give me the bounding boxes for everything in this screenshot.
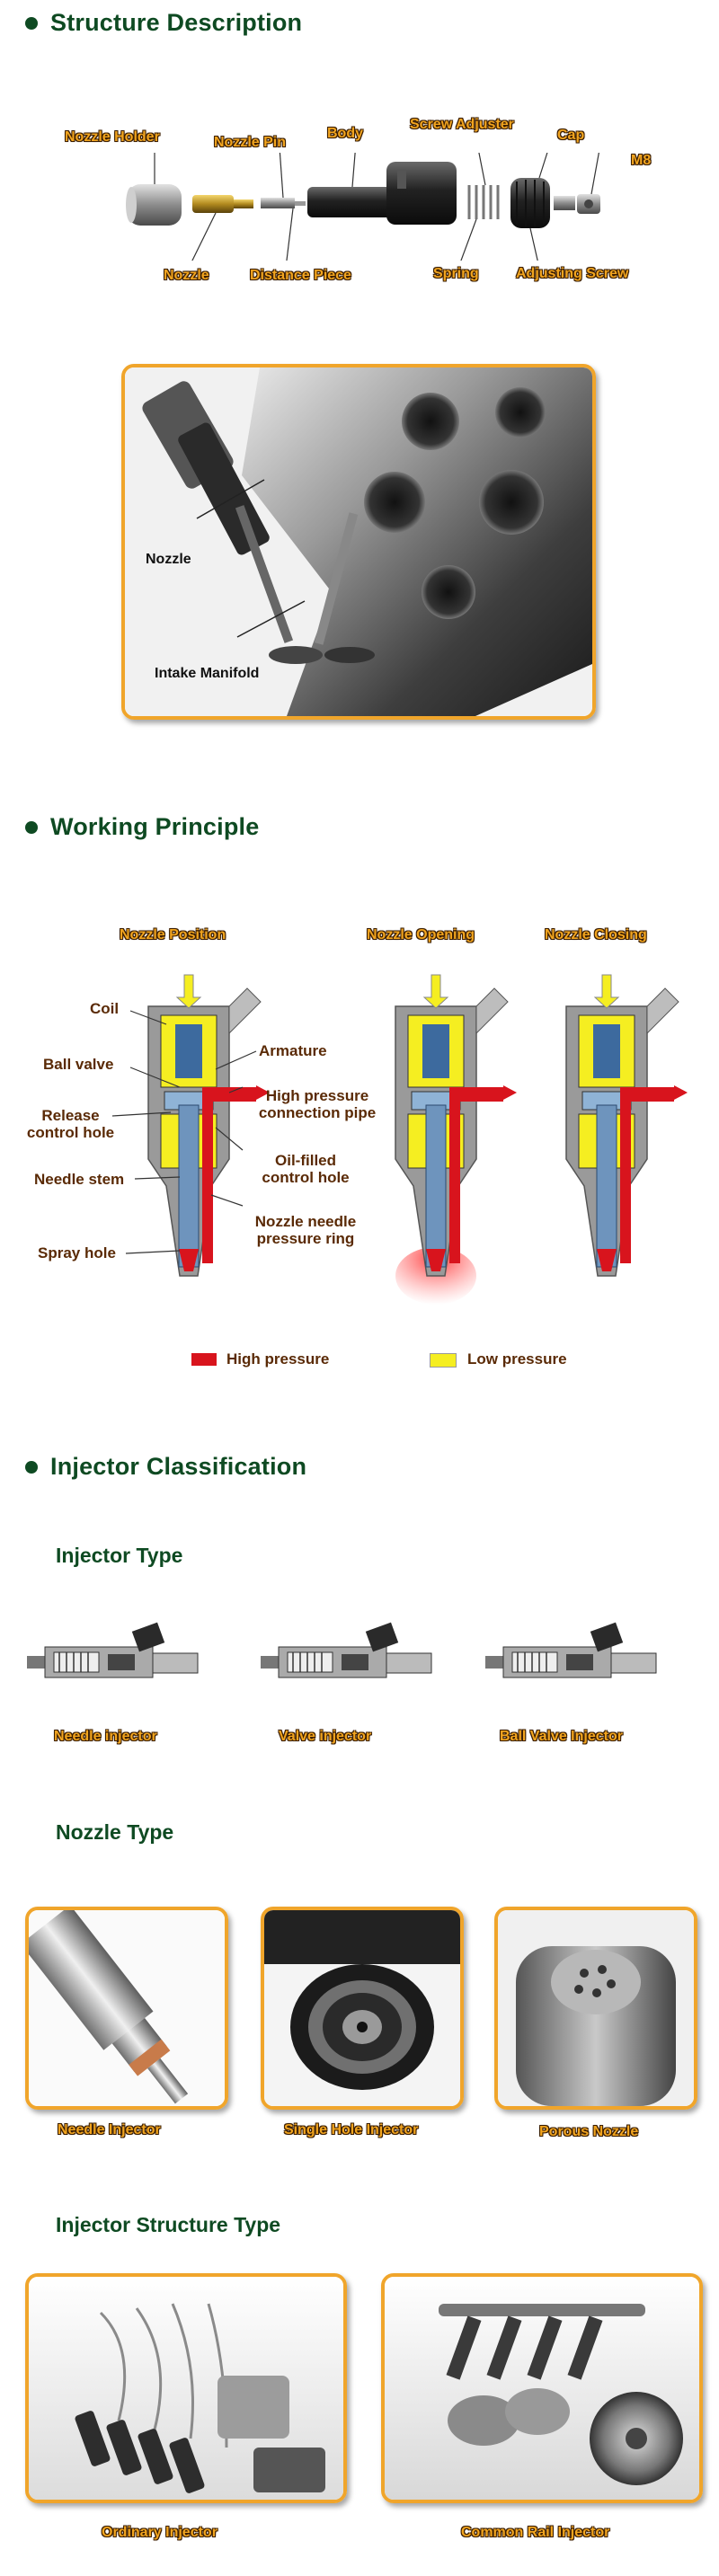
- label-needle-pressure-ring: Nozzle needle pressure ring: [254, 1213, 357, 1247]
- label-adjusting-screw: Adjusting Screw: [516, 266, 629, 281]
- legend-swatch-low: [430, 1353, 457, 1368]
- label-ball-valve: Ball valve: [43, 1056, 114, 1073]
- classification-section-heading: Injector Classification: [25, 1453, 306, 1481]
- nozzle-type-label-porous: Porous Nozzle: [539, 2124, 639, 2139]
- photo-ordinary-injector: [25, 2273, 347, 2503]
- photo-common-rail-injector: [381, 2273, 703, 2503]
- nozzle-type-label-single-hole: Single Hole Injector: [284, 2122, 419, 2138]
- label-body: Body: [327, 126, 363, 141]
- label-cap: Cap: [557, 128, 585, 143]
- nozzle-type-title: Nozzle Type: [56, 1820, 174, 1844]
- label-distance-piece: Distance Piece: [250, 268, 351, 283]
- label-oil-filled-control-hole: Oil-filled control hole: [262, 1152, 350, 1186]
- label-needle-stem: Needle stem: [34, 1171, 125, 1188]
- injector-cross-section-diagram: [111, 974, 688, 1305]
- label-nozzle-holder: Nozzle Holder: [65, 129, 160, 145]
- nozzle-photo-porous: [494, 1907, 697, 2110]
- heading-bullet-icon: [25, 820, 38, 834]
- label-release-control-hole: Release control hole: [26, 1107, 115, 1141]
- label-coil: Coil: [90, 1000, 120, 1017]
- engine-label-nozzle: Nozzle: [146, 552, 191, 567]
- column-title-opening: Nozzle Opening: [367, 927, 475, 943]
- injector-type-label-valve: Valve injector: [279, 1729, 372, 1744]
- working-section-heading: Working Principle: [25, 813, 259, 841]
- nozzle-photo-needle: [25, 1907, 228, 2110]
- label-spring: Spring: [433, 266, 479, 281]
- label-armature: Armature: [259, 1042, 327, 1059]
- nozzle-type-label-needle: Needle Injector: [58, 2122, 161, 2138]
- label-high-pressure-pipe: High pressure connection pipe: [258, 1087, 377, 1121]
- engine-cutaway-photo: Nozzle Intake Manifold: [121, 364, 596, 720]
- heading-bullet-icon: [25, 16, 38, 30]
- structure-type-label-ordinary: Ordinary Injector: [102, 2525, 217, 2540]
- injector-type-label-needle: Needle injector: [54, 1729, 157, 1744]
- nozzle-photo-single-hole: [261, 1907, 464, 2110]
- label-nozzle: Nozzle: [164, 268, 209, 283]
- heading-bullet-icon: [25, 1460, 38, 1474]
- column-title-closing: Nozzle Closing: [545, 927, 647, 943]
- injector-type-illustrations: [26, 1621, 657, 1678]
- legend-label-low: Low pressure: [467, 1350, 567, 1368]
- legend-label-high: High pressure: [226, 1350, 330, 1368]
- exploded-injector-illustration: [126, 153, 600, 261]
- structure-type-label-common-rail: Common Rail Injector: [461, 2525, 610, 2540]
- injector-type-label-ball-valve: Ball Valve Injector: [500, 1729, 623, 1744]
- label-m8: M8: [631, 153, 652, 168]
- label-nozzle-pin: Nozzle Pin: [214, 135, 287, 150]
- engine-label-intake-manifold: Intake Manifold: [155, 666, 260, 681]
- label-screw-adjuster: Screw Adjuster: [410, 117, 514, 132]
- injector-type-title: Injector Type: [56, 1544, 183, 1567]
- structure-type-title: Injector Structure Type: [56, 2213, 281, 2236]
- structure-section-heading: Structure Description: [25, 9, 302, 37]
- legend-swatch-high: [191, 1353, 217, 1366]
- label-spray-hole: Spray hole: [38, 1244, 116, 1261]
- column-title-position: Nozzle Position: [120, 927, 226, 943]
